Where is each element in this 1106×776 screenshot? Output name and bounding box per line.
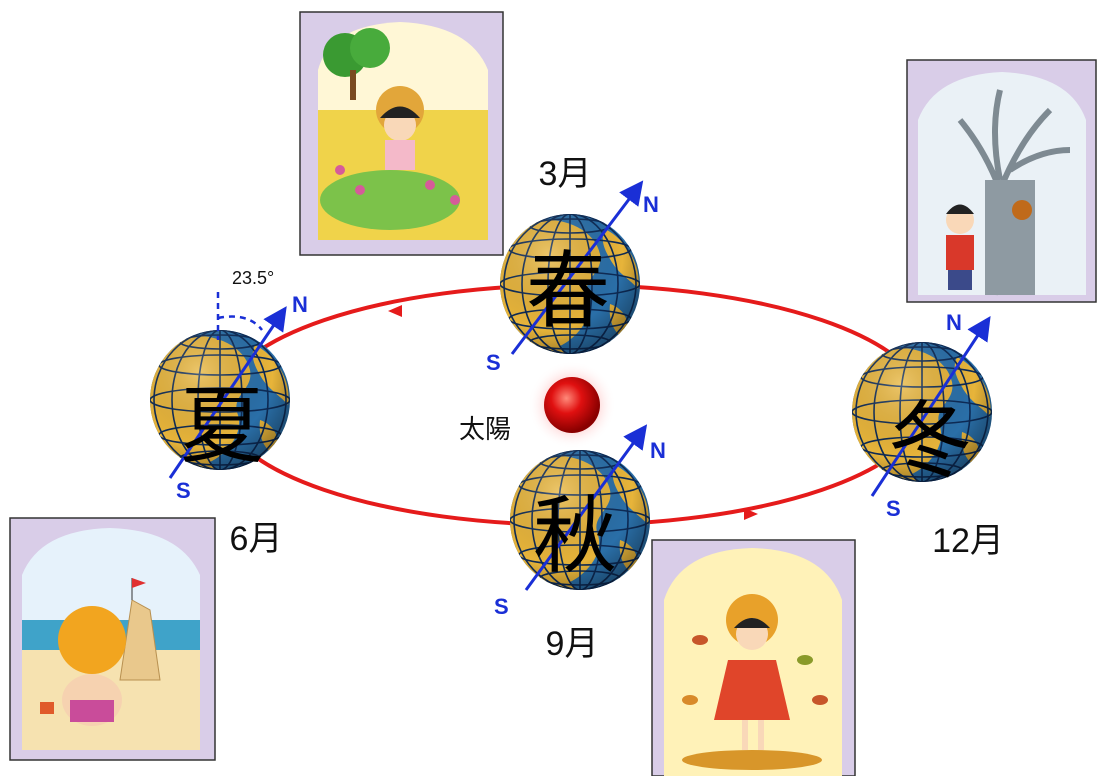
winter-month-label: 12月 xyxy=(932,522,1004,560)
summer-north-label: N xyxy=(292,292,308,317)
sun-label: 太陽 xyxy=(459,415,511,445)
orbit-direction-arrow xyxy=(744,508,758,520)
earth-winter xyxy=(842,315,992,497)
summer-illustration xyxy=(9,517,216,761)
earth-summer xyxy=(140,306,290,479)
winter-north-label: N xyxy=(946,310,962,335)
spring-season-char: 春 xyxy=(526,242,610,340)
autumn-month-label: 9月 xyxy=(546,625,599,663)
sun xyxy=(528,361,616,449)
spring-north-label: N xyxy=(643,192,659,217)
autumn-south-label: S xyxy=(494,594,509,619)
autumn-north-label: N xyxy=(650,438,666,463)
winter-season-char: 冬 xyxy=(888,392,972,490)
spring-month-label: 3月 xyxy=(539,155,592,193)
tilt-angle-label: 23.5° xyxy=(232,268,274,288)
summer-south-label: S xyxy=(176,478,191,503)
orbit-direction-arrow xyxy=(388,305,402,317)
autumn-illustration xyxy=(651,539,856,776)
winter-south-label: S xyxy=(886,496,901,521)
autumn-season-char: 秋 xyxy=(533,487,617,585)
tilt-angle-indicator xyxy=(216,292,263,340)
earth-autumn xyxy=(500,424,650,591)
spring-illustration xyxy=(299,11,504,256)
earth-spring xyxy=(490,180,644,355)
summer-season-char: 夏 xyxy=(180,377,264,475)
summer-month-label: 6月 xyxy=(230,520,283,558)
winter-illustration xyxy=(906,59,1097,303)
spring-south-label: S xyxy=(486,350,501,375)
